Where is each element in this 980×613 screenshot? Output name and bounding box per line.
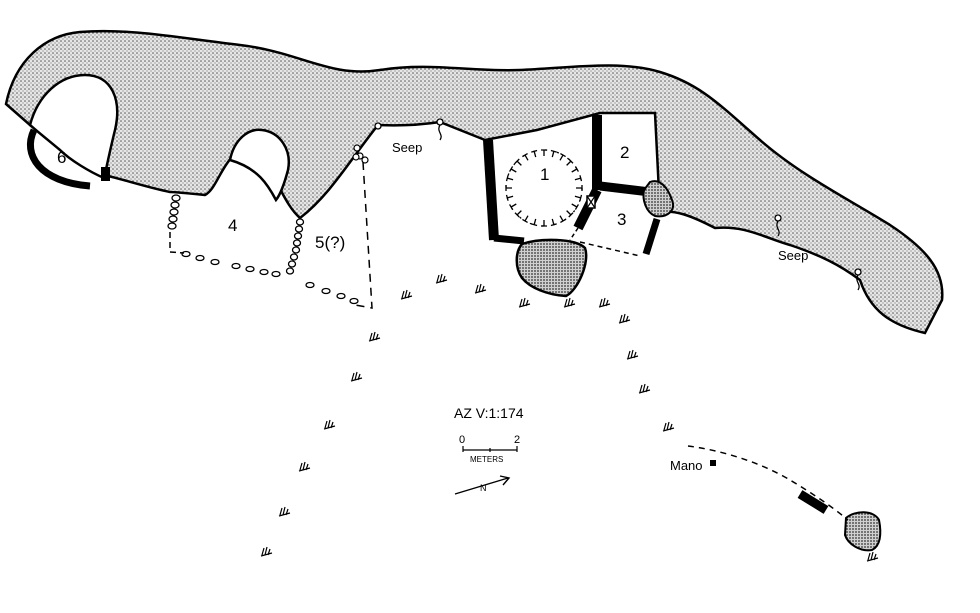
room-5-dashed-wall <box>354 161 373 309</box>
room-2-label: 2 <box>620 143 629 162</box>
room-3-dashed-wall <box>579 241 641 257</box>
hachure-mark <box>571 203 579 210</box>
talus-tick <box>298 461 311 472</box>
north-label: N <box>480 483 487 493</box>
north-arrow <box>454 475 511 495</box>
mano-label: Mano <box>670 458 703 473</box>
hachure-mark <box>541 220 547 227</box>
hachure-mark <box>531 218 538 227</box>
talus-tick <box>626 349 639 360</box>
room-1-wall-west <box>483 139 499 241</box>
talus-tick <box>563 297 576 308</box>
hachure-mark <box>509 166 517 173</box>
talus-tick <box>638 383 651 394</box>
room-1-hachures <box>505 149 583 227</box>
room-5-stones <box>352 144 369 164</box>
talus-tick <box>598 297 611 308</box>
talus-tick <box>866 551 879 562</box>
hachure-mark <box>571 166 579 173</box>
room-6-wall-stub <box>101 167 110 181</box>
room-1-label: 1 <box>540 165 549 184</box>
hachure-mark <box>522 215 529 223</box>
room-4-label: 4 <box>228 216 237 235</box>
hachure-mark <box>566 158 574 166</box>
room-3-label: 3 <box>617 210 626 229</box>
talus-tick <box>618 313 631 324</box>
room-4-south-wall <box>181 250 359 305</box>
talus-tick <box>350 371 363 382</box>
talus-tick <box>474 283 487 294</box>
room-4-east-wall <box>285 218 305 275</box>
hachure-mark <box>576 185 583 191</box>
hachure-mark <box>505 175 514 182</box>
scale-max-label: 2 <box>514 434 520 446</box>
boulder-3 <box>843 511 882 552</box>
trail-dashed-line <box>687 445 849 521</box>
talus-tick <box>368 331 381 342</box>
hachure-mark <box>574 175 583 182</box>
talus-tick <box>435 273 448 284</box>
room-6-label: 6 <box>57 148 66 167</box>
room-5-label: 5(?) <box>315 233 345 252</box>
hachure-mark <box>566 210 574 218</box>
boulder-1 <box>515 238 588 298</box>
hachure-mark <box>574 194 583 201</box>
hachure-mark <box>541 149 547 156</box>
hachure-mark <box>509 203 517 210</box>
talus-tick <box>323 419 336 430</box>
mano-marker <box>710 460 716 466</box>
hachure-mark <box>559 215 566 223</box>
hachure-mark <box>550 218 557 227</box>
hachure-mark <box>505 194 514 201</box>
scale-bar <box>462 446 518 452</box>
room-4-alcove <box>228 128 291 203</box>
room-4-dashed-outline <box>169 232 185 254</box>
scale-min-label: 0 <box>459 434 465 446</box>
hachure-mark <box>531 149 538 158</box>
seep-marker-2 <box>774 214 862 291</box>
talus-tick <box>400 289 413 300</box>
talus-ticks <box>260 273 879 562</box>
talus-tick <box>662 421 675 432</box>
boulder-2 <box>642 180 674 218</box>
cliff-overhang <box>4 29 944 335</box>
hachure-mark <box>514 210 522 218</box>
room-1-doorway-cross <box>586 195 596 209</box>
hachure-mark <box>559 153 566 161</box>
site-id-label: AZ V:1:174 <box>454 405 524 421</box>
hachure-mark <box>514 158 522 166</box>
room-2-wall-south <box>599 181 651 197</box>
hachure-mark <box>550 149 557 158</box>
talus-tick <box>278 506 291 517</box>
scale-unit-label: METERS <box>470 455 503 464</box>
seep-marker-1 <box>374 118 444 141</box>
hachure-mark <box>505 185 512 191</box>
room-6-wall <box>26 128 91 190</box>
room-1-wall-south <box>493 234 525 245</box>
trail-wall-segment <box>797 490 829 514</box>
hachure-mark <box>522 153 529 161</box>
room-3-wall-east <box>642 217 661 256</box>
talus-tick <box>518 297 531 308</box>
seep-label-1: Seep <box>392 140 422 155</box>
seep-label-2: Seep <box>778 248 808 263</box>
room-4-west-wall <box>167 194 181 230</box>
room-1-dashed-link <box>569 227 579 241</box>
talus-tick <box>260 546 273 557</box>
room-6-alcove <box>28 73 119 180</box>
